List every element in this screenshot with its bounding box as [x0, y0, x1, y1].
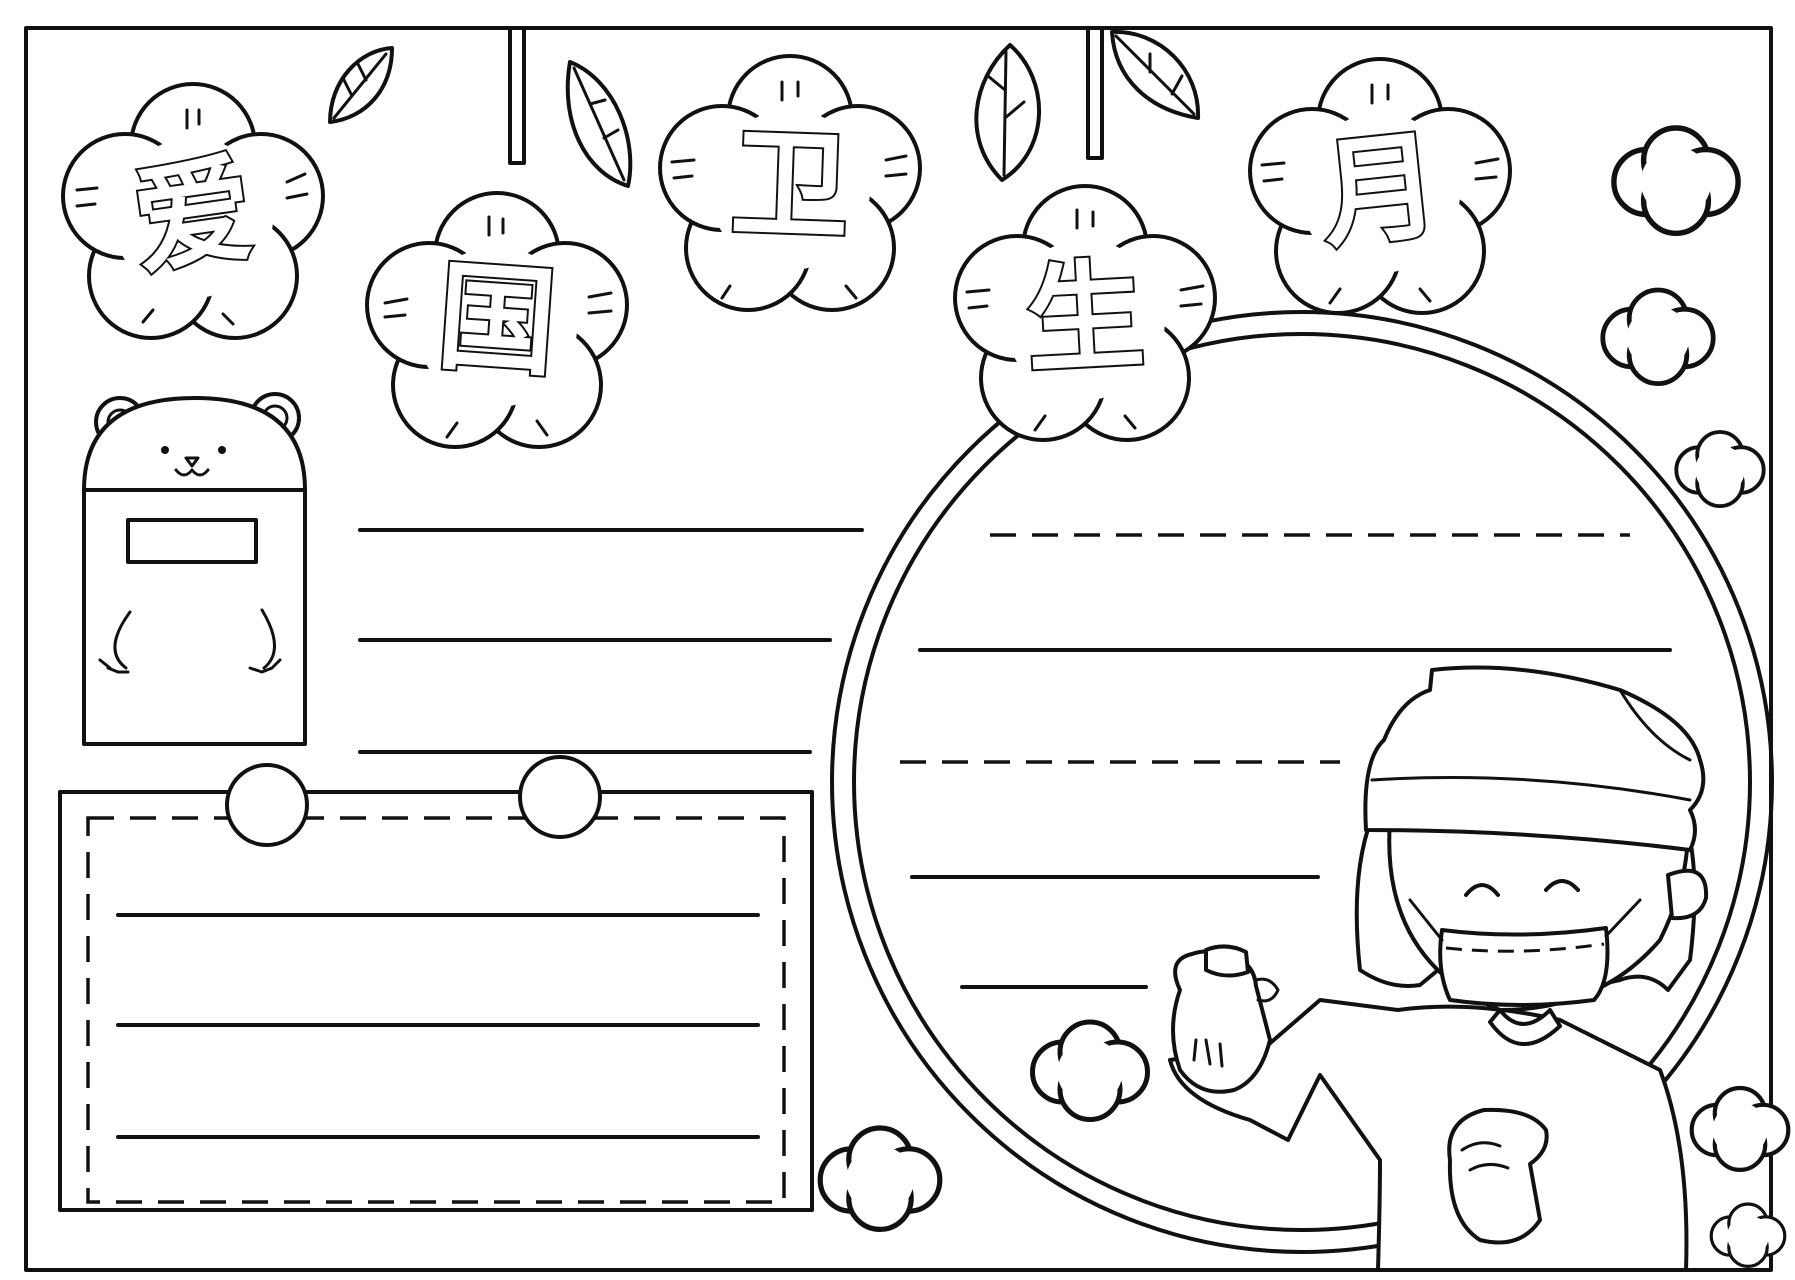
- cloud-icon: [1033, 1022, 1148, 1120]
- writing-lines-circle: [900, 533, 1672, 989]
- clip-icon: [225, 755, 602, 847]
- leaf-icon: [328, 46, 394, 124]
- page-border: [24, 26, 1773, 1272]
- note-card: [58, 790, 814, 1212]
- cloud-icon: [1614, 128, 1738, 233]
- title-char-5: 月: [1314, 115, 1446, 265]
- cloud-icon: [820, 1128, 940, 1229]
- writing-lines-left: [358, 528, 864, 754]
- cloud-icon: [1674, 430, 1766, 509]
- title-flower-1: [61, 82, 325, 340]
- title-flower-4: [953, 184, 1217, 442]
- title-flower-2: [365, 191, 629, 449]
- title-char-1: 爱: [125, 138, 261, 291]
- bear-icon: [82, 392, 307, 746]
- cloud-icon: [1709, 1202, 1787, 1269]
- hanging-strings: [508, 26, 1104, 165]
- title-flower-3: [658, 54, 922, 312]
- cloud-icon: [1692, 1088, 1789, 1170]
- masked-worker-illustration: [1168, 665, 1709, 1272]
- leaf-icon: [565, 60, 633, 188]
- title-char-2: 国: [433, 247, 560, 393]
- leaf-icon: [1110, 29, 1201, 120]
- leaf-icon: [974, 43, 1041, 182]
- cloud-icon: [1603, 290, 1713, 384]
- title-flower-5: [1248, 57, 1512, 315]
- circle-frame: [830, 310, 1774, 1254]
- title-char-3: 卫: [729, 114, 852, 256]
- title-char-4: 生: [1022, 246, 1147, 390]
